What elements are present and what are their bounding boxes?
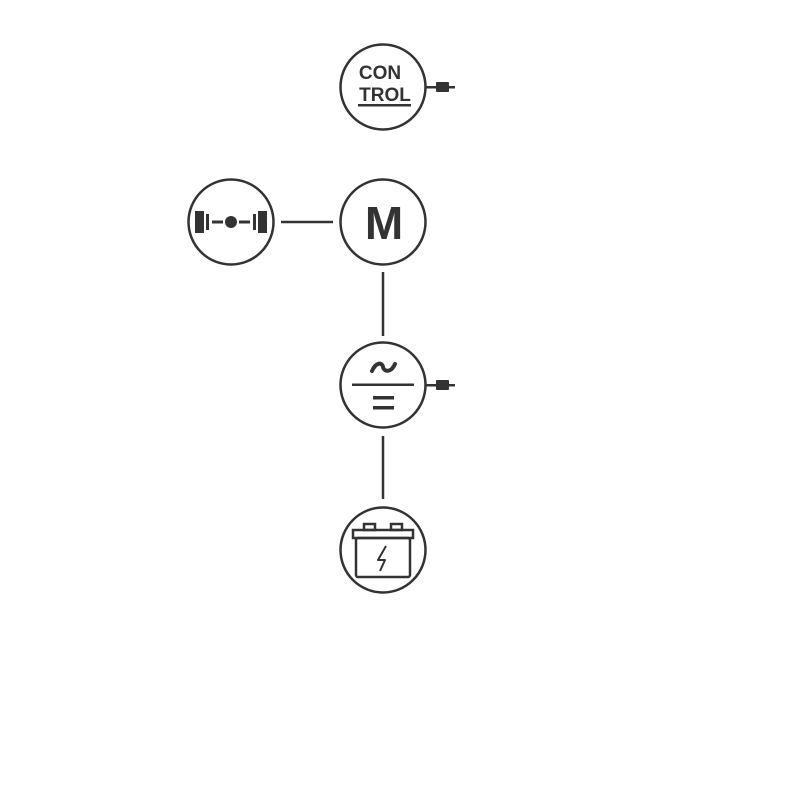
inverter-divider [352, 383, 414, 386]
battery-icon [351, 522, 415, 579]
control-label-line2: TROL [359, 85, 411, 106]
inverter-icon [352, 361, 414, 410]
inverter-node [339, 341, 455, 429]
lightning-icon [377, 545, 387, 572]
battery-node [339, 506, 427, 594]
control-icon: CON TROL [358, 63, 411, 107]
ac-wave-symbol [370, 361, 397, 373]
axle-icon [195, 211, 267, 233]
inverter-plug-icon [425, 380, 455, 390]
control-plug-icon [425, 82, 455, 92]
motor-node-circle [339, 178, 427, 266]
axle-node [187, 178, 275, 266]
control-underline [358, 104, 411, 107]
dc-symbol-top [373, 396, 394, 400]
motor-icon: M [365, 197, 403, 249]
motor-node: M [339, 178, 427, 266]
dc-symbol-bottom [373, 406, 394, 410]
control-label-line1: CON [359, 63, 401, 84]
control-node: CON TROL [339, 43, 455, 131]
